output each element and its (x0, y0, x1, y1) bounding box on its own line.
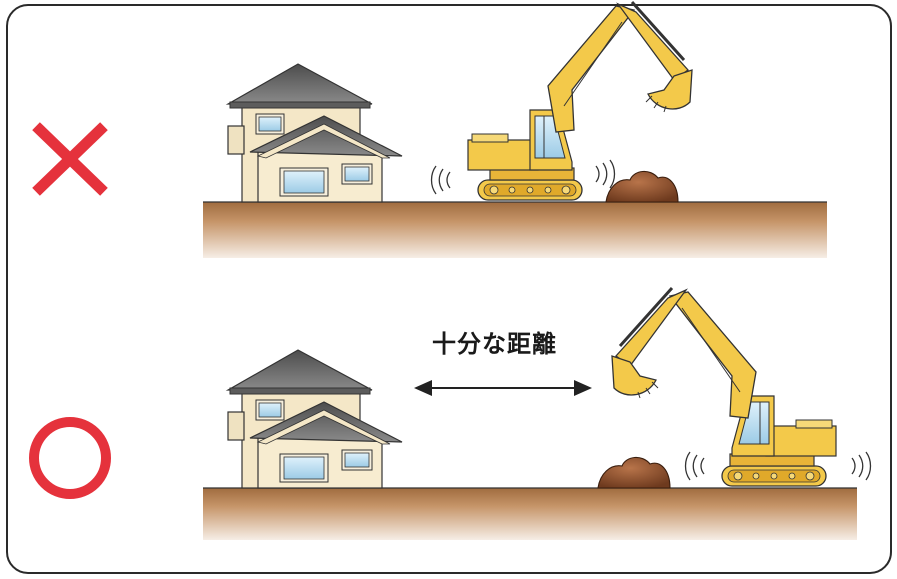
ground-top (203, 202, 827, 258)
bad-example-scene (32, 0, 827, 258)
circle-icon (29, 417, 111, 499)
house-bottom (227, 349, 403, 489)
panel-frame (6, 4, 892, 574)
vibration-right-bottom (851, 451, 872, 481)
soil-pile-bottom (597, 456, 671, 489)
excavator-top (466, 0, 694, 202)
house-top (227, 63, 403, 203)
vibration-left-top (430, 165, 451, 195)
ground-bottom (203, 488, 857, 540)
vibration-right-top (595, 159, 616, 189)
cross-icon (32, 122, 108, 196)
good-example-scene (29, 286, 872, 540)
vibration-left-bottom (684, 451, 705, 481)
distance-arrow (414, 380, 592, 396)
excavator-bottom (610, 286, 838, 488)
soil-pile-top (605, 170, 679, 203)
distance-label: 十分な距離 (432, 330, 557, 358)
